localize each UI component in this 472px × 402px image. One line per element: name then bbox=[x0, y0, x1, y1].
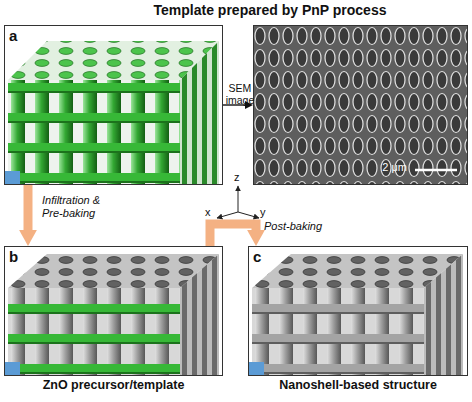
front-face bbox=[252, 288, 424, 375]
side-pillars bbox=[424, 254, 463, 375]
step-label: Infiltration & Pre-baking bbox=[42, 194, 122, 220]
axis-label: z bbox=[234, 171, 240, 184]
template-panel: a bbox=[4, 25, 223, 185]
template-lattice bbox=[5, 26, 222, 184]
substrate bbox=[5, 362, 20, 375]
green-bars bbox=[8, 288, 180, 375]
side-pillars bbox=[180, 254, 219, 375]
green-bars bbox=[8, 80, 180, 184]
axis-triad bbox=[217, 186, 259, 218]
axis-label: y bbox=[260, 206, 266, 219]
precursor-lattice bbox=[5, 247, 222, 375]
nanoshell-panel: cNanoshell-based structure bbox=[248, 246, 468, 376]
sem-image-panel: 2 μm bbox=[253, 25, 468, 185]
process-arrow bbox=[210, 224, 256, 246]
panel-letter: b bbox=[9, 248, 18, 265]
scale-label: 2 μm bbox=[382, 161, 407, 174]
substrate bbox=[249, 362, 264, 375]
side-face bbox=[424, 254, 463, 375]
precursor-panel: bZnO precursor/template bbox=[4, 246, 223, 376]
front-face bbox=[8, 80, 180, 184]
panel-letter: a bbox=[9, 27, 17, 44]
gray-pillars bbox=[252, 288, 424, 375]
panel-letter: c bbox=[253, 248, 261, 265]
y-axis bbox=[238, 212, 259, 218]
side-pillars bbox=[180, 41, 219, 184]
front-face bbox=[8, 288, 180, 375]
axis-label: x bbox=[205, 206, 211, 219]
substrate bbox=[5, 171, 20, 184]
side-face bbox=[180, 41, 219, 184]
green-pillars bbox=[8, 80, 180, 184]
side-face bbox=[180, 254, 219, 375]
sem-pores bbox=[254, 26, 467, 184]
sem-micrograph bbox=[254, 26, 467, 184]
gray-bars bbox=[252, 288, 424, 375]
scale-bar bbox=[415, 169, 457, 172]
panel-caption: Nanoshell-based structure bbox=[237, 378, 472, 392]
sem-background bbox=[254, 26, 467, 184]
step-label: Post-baking bbox=[264, 220, 344, 233]
z-axis bbox=[238, 186, 239, 212]
panel-caption: ZnO precursor/template bbox=[0, 378, 234, 392]
nanoshell-lattice bbox=[249, 247, 466, 375]
step-label: SEM image bbox=[224, 82, 256, 106]
x-axis bbox=[217, 212, 238, 218]
process-arrow bbox=[24, 185, 33, 230]
figure-title: Template prepared by PnP process bbox=[130, 2, 410, 19]
gray-pillars bbox=[8, 288, 180, 375]
